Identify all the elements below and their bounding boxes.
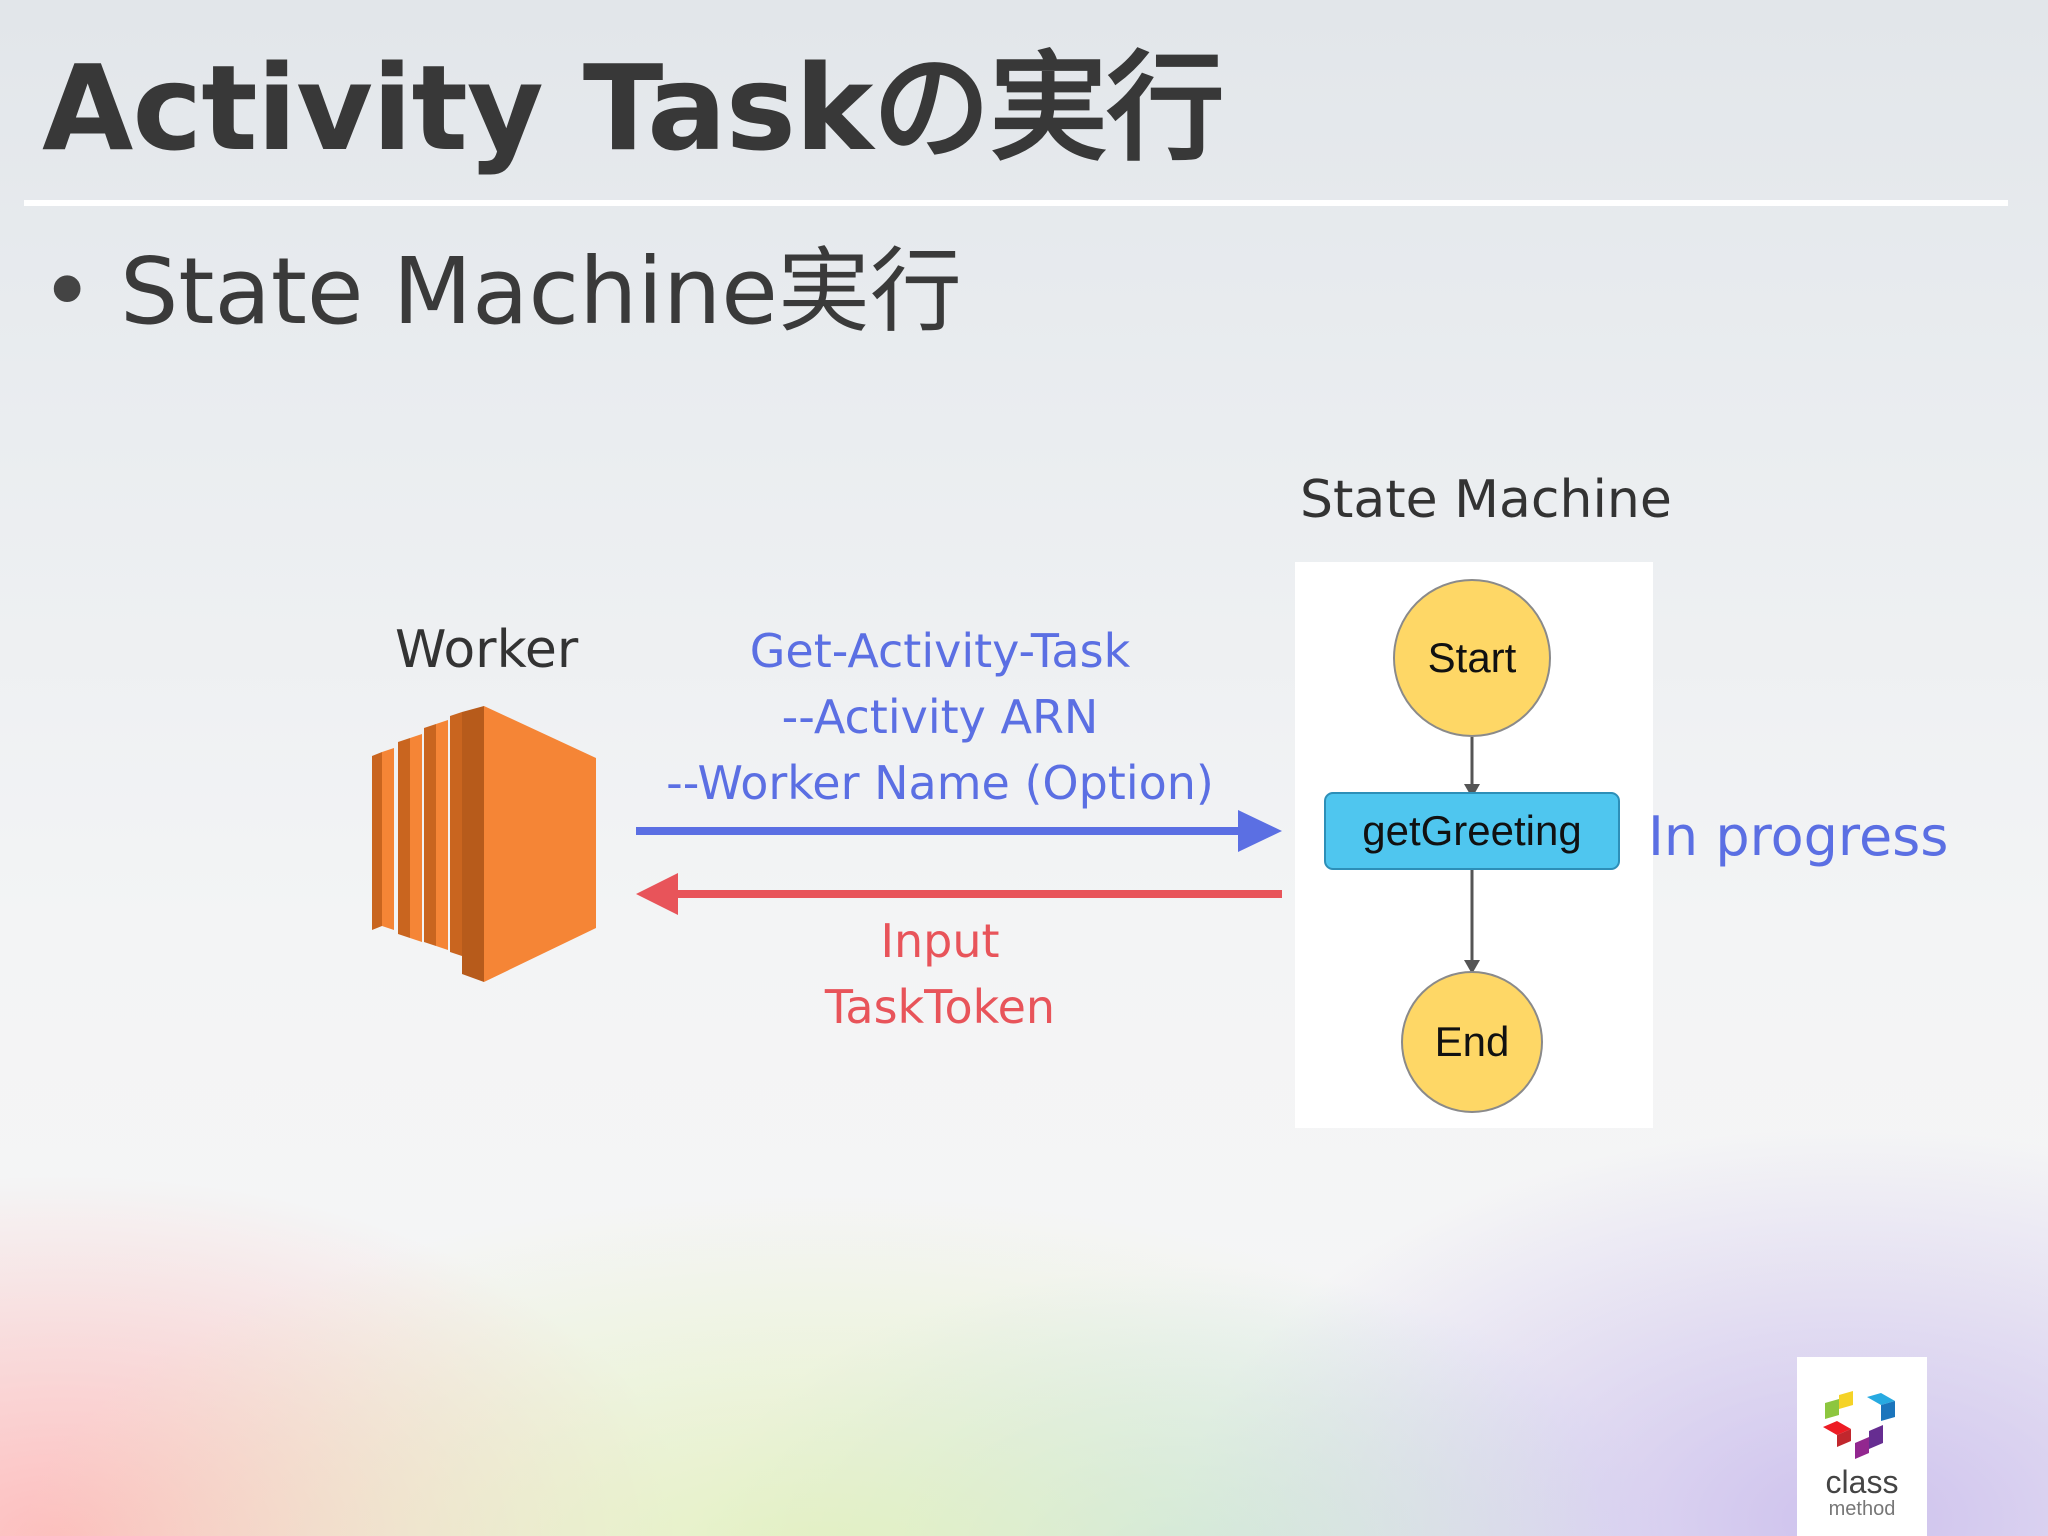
end-node xyxy=(1401,971,1543,1113)
response-arrowhead xyxy=(636,873,678,915)
request-line: --Worker Name (Option) xyxy=(666,756,1214,810)
start-node-label: Start xyxy=(1427,634,1517,681)
response-line: Input xyxy=(880,914,1000,968)
task-node-label: getGreeting xyxy=(1362,807,1582,854)
bullet-marker: • xyxy=(40,238,95,345)
response-line: TaskToken xyxy=(824,980,1056,1034)
logo-text-class: class xyxy=(1825,1464,1899,1500)
classmethod-logo: class method xyxy=(1797,1357,1927,1536)
state-machine-label: State Machine xyxy=(1300,470,1672,530)
logo-text-method: method xyxy=(1828,1498,1896,1520)
request-arrowhead xyxy=(1238,810,1282,852)
request-line: Get-Activity-Task xyxy=(749,624,1131,678)
task-status: In progress xyxy=(1648,805,1949,868)
worker-label: Worker xyxy=(395,620,579,680)
aws-ec2-instance-icon xyxy=(372,706,596,982)
start-node xyxy=(1393,579,1551,737)
edge-start-task-head xyxy=(1464,784,1480,798)
get-activity-task-command: Get-Activity-Task --Activity ARN --Worke… xyxy=(640,618,1240,816)
edge-task-end-head xyxy=(1464,960,1480,974)
request-line: --Activity ARN xyxy=(781,690,1099,744)
slide-title: Activity Taskの実行 xyxy=(42,39,1225,177)
state-machine-graph: Start getGreeting End xyxy=(1295,562,1653,1128)
task-node xyxy=(1324,792,1620,870)
end-node-label: End xyxy=(1434,1018,1510,1065)
bullet-text: State Machine実行 xyxy=(120,238,962,345)
request-response-arrows xyxy=(636,810,1282,915)
activity-task-response: Input TaskToken xyxy=(640,908,1240,1040)
title-divider xyxy=(24,200,2008,206)
classmethod-logo-icon xyxy=(1823,1391,1895,1459)
bullet-item: •State Machine実行 xyxy=(40,236,962,348)
